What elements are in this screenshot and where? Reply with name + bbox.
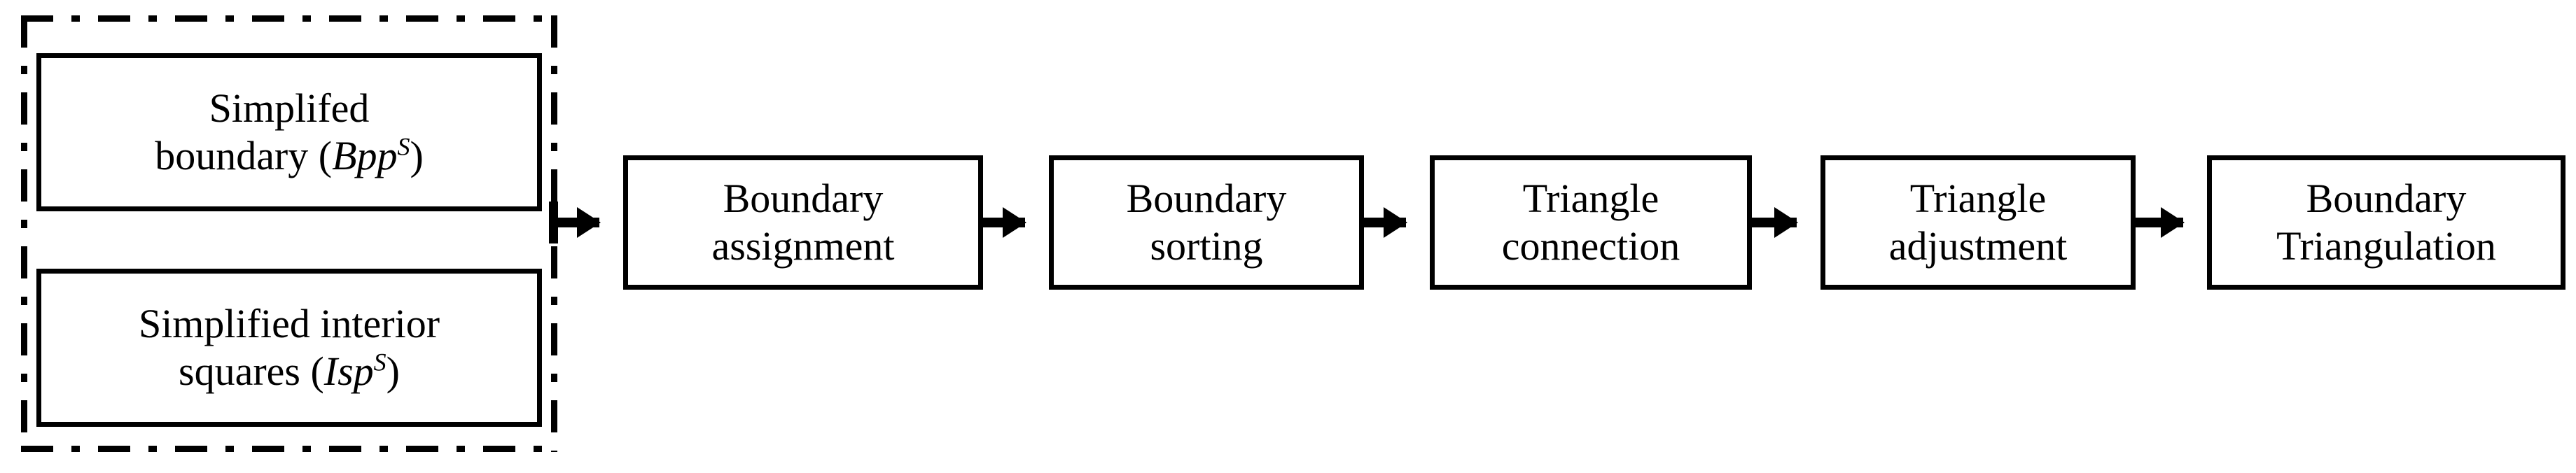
node-simplified-boundary-line1: Simplifed xyxy=(209,85,370,131)
connector-assignment-to-sorting xyxy=(983,218,1025,227)
node-simplified-interior-squares-line2-suffix: ) xyxy=(386,348,400,394)
node-boundary-sorting-line2: sorting xyxy=(1150,223,1263,269)
connector-connection-to-adjustment xyxy=(1752,218,1797,227)
node-triangle-connection-line2: connection xyxy=(1501,223,1680,269)
node-boundary-assignment-line2: assignment xyxy=(711,223,895,269)
connector-adjustment-to-triangulation xyxy=(2136,218,2183,227)
node-boundary-sorting-line1: Boundary xyxy=(1126,175,1287,221)
node-simplified-boundary-superscript: S xyxy=(397,132,410,161)
node-simplified-boundary-line2-suffix: ) xyxy=(410,133,424,178)
node-simplified-boundary-variable: Bpp xyxy=(332,133,398,178)
node-boundary-assignment-line1: Boundary xyxy=(723,175,884,221)
node-triangle-adjustment-line2: adjustment xyxy=(1888,223,2068,269)
node-simplified-interior-squares-superscript: S xyxy=(373,348,387,376)
node-simplified-interior-squares-variable: Isp xyxy=(323,348,374,394)
node-triangle-adjustment-line1: Triangle xyxy=(1909,175,2047,221)
node-boundary-triangulation-line2: Triangulation xyxy=(2276,223,2496,269)
connector-sorting-to-connection xyxy=(1364,218,1406,227)
node-boundary-triangulation-line1: Boundary xyxy=(2306,175,2467,221)
node-simplified-boundary-line2-prefix: boundary ( xyxy=(155,133,333,178)
node-simplified-interior-squares-line1: Simplified interior xyxy=(138,300,440,346)
node-simplified-interior-squares-line2-prefix: squares ( xyxy=(179,348,324,394)
connector-group-to-assignment xyxy=(553,218,599,227)
group-border-top xyxy=(21,15,557,22)
group-border-left xyxy=(21,15,27,452)
group-border-bottom xyxy=(21,446,557,452)
node-triangle-connection-line1: Triangle xyxy=(1522,175,1659,221)
